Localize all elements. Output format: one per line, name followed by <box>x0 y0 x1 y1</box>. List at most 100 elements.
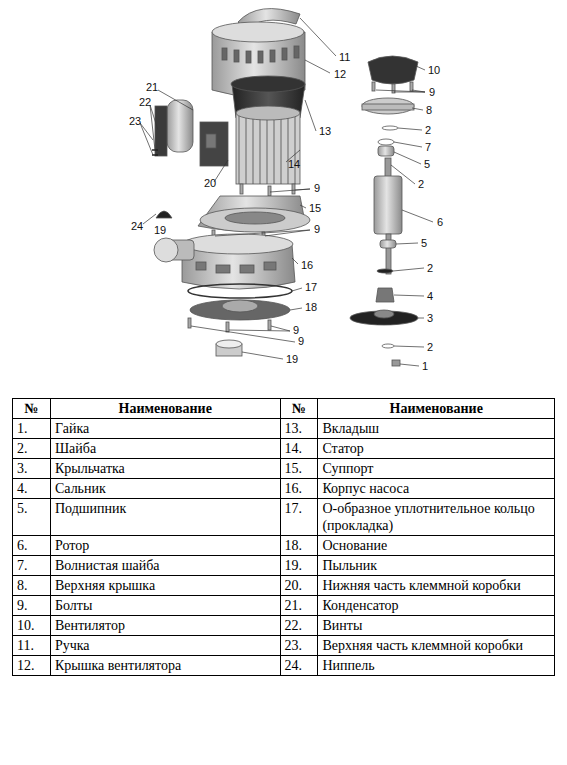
table-number: 15. <box>280 459 318 479</box>
callout-number: 6 <box>436 216 444 228</box>
table-name: Вентилятор <box>50 616 280 636</box>
table-name: Подшипник <box>50 499 280 536</box>
table-row: 12.Крышка вентилятора24.Ниппель <box>13 656 555 676</box>
table-name: Статор <box>318 439 555 459</box>
parts-table: №Наименование№Наименование1.Гайка13.Вкла… <box>12 398 555 676</box>
callout-number: 17 <box>304 281 318 293</box>
table-name: Шайба <box>50 439 280 459</box>
callout-number: 13 <box>318 125 332 137</box>
table-number: 9. <box>13 596 51 616</box>
table-name: Болты <box>50 596 280 616</box>
table-header: Наименование <box>50 399 280 419</box>
callout-number: 14 <box>287 158 301 170</box>
table-number: 2. <box>13 439 51 459</box>
table-name: Волнистая шайба <box>50 556 280 576</box>
callout-number: 12 <box>333 68 347 80</box>
table-row: 4.Сальник16.Корпус насоса <box>13 479 555 499</box>
table-header: № <box>13 399 51 419</box>
table-name: Сальник <box>50 479 280 499</box>
table-number: 11. <box>13 636 51 656</box>
table-name: Ручка <box>50 636 280 656</box>
table-name: Конденсатор <box>318 596 555 616</box>
table-number: 1. <box>13 419 51 439</box>
table-number: 7. <box>13 556 51 576</box>
callout-number: 19 <box>153 224 167 236</box>
pump-exploded-view <box>0 0 567 395</box>
callout-number: 2 <box>426 262 434 274</box>
callout-number: 9 <box>428 86 436 98</box>
table-name: Пыльник <box>318 556 555 576</box>
callout-number: 9 <box>313 182 321 194</box>
callout-number: 2 <box>426 341 434 353</box>
callout-number: 3 <box>426 312 434 324</box>
table-row: 3.Крыльчатка15.Суппорт <box>13 459 555 479</box>
callout-number: 7 <box>424 141 432 153</box>
callout-number: 20 <box>203 177 217 189</box>
table-number: 23. <box>280 636 318 656</box>
callout-number: 9 <box>292 324 300 336</box>
table-row: 1.Гайка13.Вкладыш <box>13 419 555 439</box>
table-header: № <box>280 399 318 419</box>
table-name: Вкладыш <box>318 419 555 439</box>
table-number: 13. <box>280 419 318 439</box>
callout-number: 8 <box>425 104 433 116</box>
callout-number: 18 <box>304 301 318 313</box>
table-number: 22. <box>280 616 318 636</box>
callout-number: 19 <box>285 353 299 365</box>
callout-number: 4 <box>426 290 434 302</box>
table-name: Верхняя крышка <box>50 576 280 596</box>
table-number: 16. <box>280 479 318 499</box>
callout-number: 2 <box>417 178 425 190</box>
table-number: 8. <box>13 576 51 596</box>
table-row: 9.Болты21.Конденсатор <box>13 596 555 616</box>
table-number: 4. <box>13 479 51 499</box>
table-number: 24. <box>280 656 318 676</box>
table-name: Крышка вентилятора <box>50 656 280 676</box>
callout-number: 1 <box>421 360 429 372</box>
table-header-row: №Наименование№Наименование <box>13 399 555 419</box>
table-name: О-образное уплотнительное кольцо (прокла… <box>318 499 555 536</box>
table-row: 8.Верхняя крышка20.Нижняя часть клеммной… <box>13 576 555 596</box>
table-name: Корпус насоса <box>318 479 555 499</box>
table-number: 10. <box>13 616 51 636</box>
table-row: 7.Волнистая шайба19.Пыльник <box>13 556 555 576</box>
callout-number: 5 <box>420 237 428 249</box>
table-row: 6.Ротор18.Основание <box>13 536 555 556</box>
table-name: Гайка <box>50 419 280 439</box>
table-name: Суппорт <box>318 459 555 479</box>
table-number: 17. <box>280 499 318 536</box>
table-number: 20. <box>280 576 318 596</box>
callout-number: 16 <box>300 259 314 271</box>
table-number: 19. <box>280 556 318 576</box>
callout-number: 10 <box>427 64 441 76</box>
table-name: Верхняя часть клеммной коробки <box>318 636 555 656</box>
table-name: Винты <box>318 616 555 636</box>
callout-number: 15 <box>308 202 322 214</box>
table-number: 6. <box>13 536 51 556</box>
callout-number: 11 <box>338 51 351 63</box>
callout-number: 9 <box>297 335 305 347</box>
table-name: Ниппель <box>318 656 555 676</box>
callout-number: 2 <box>424 124 432 136</box>
table-number: 5. <box>13 499 51 536</box>
table-name: Ротор <box>50 536 280 556</box>
table-row: 10.Вентилятор22.Винты <box>13 616 555 636</box>
table-row: 11.Ручка23.Верхняя часть клеммной коробк… <box>13 636 555 656</box>
callout-number: 23 <box>128 115 142 127</box>
table-number: 21. <box>280 596 318 616</box>
table-number: 12. <box>13 656 51 676</box>
callout-number: 22 <box>138 96 152 108</box>
table-number: 18. <box>280 536 318 556</box>
callout-number: 24 <box>130 220 144 232</box>
table-number: 3. <box>13 459 51 479</box>
callout-number: 5 <box>423 158 431 170</box>
callout-number: 21 <box>145 81 159 93</box>
table-row: 5.Подшипник17.О-образное уплотнительное … <box>13 499 555 536</box>
table-header: Наименование <box>318 399 555 419</box>
table-name: Нижняя часть клеммной коробки <box>318 576 555 596</box>
callout-number: 9 <box>313 223 321 235</box>
table-name: Крыльчатка <box>50 459 280 479</box>
table-number: 14. <box>280 439 318 459</box>
table-name: Основание <box>318 536 555 556</box>
table-row: 2.Шайба14.Статор <box>13 439 555 459</box>
